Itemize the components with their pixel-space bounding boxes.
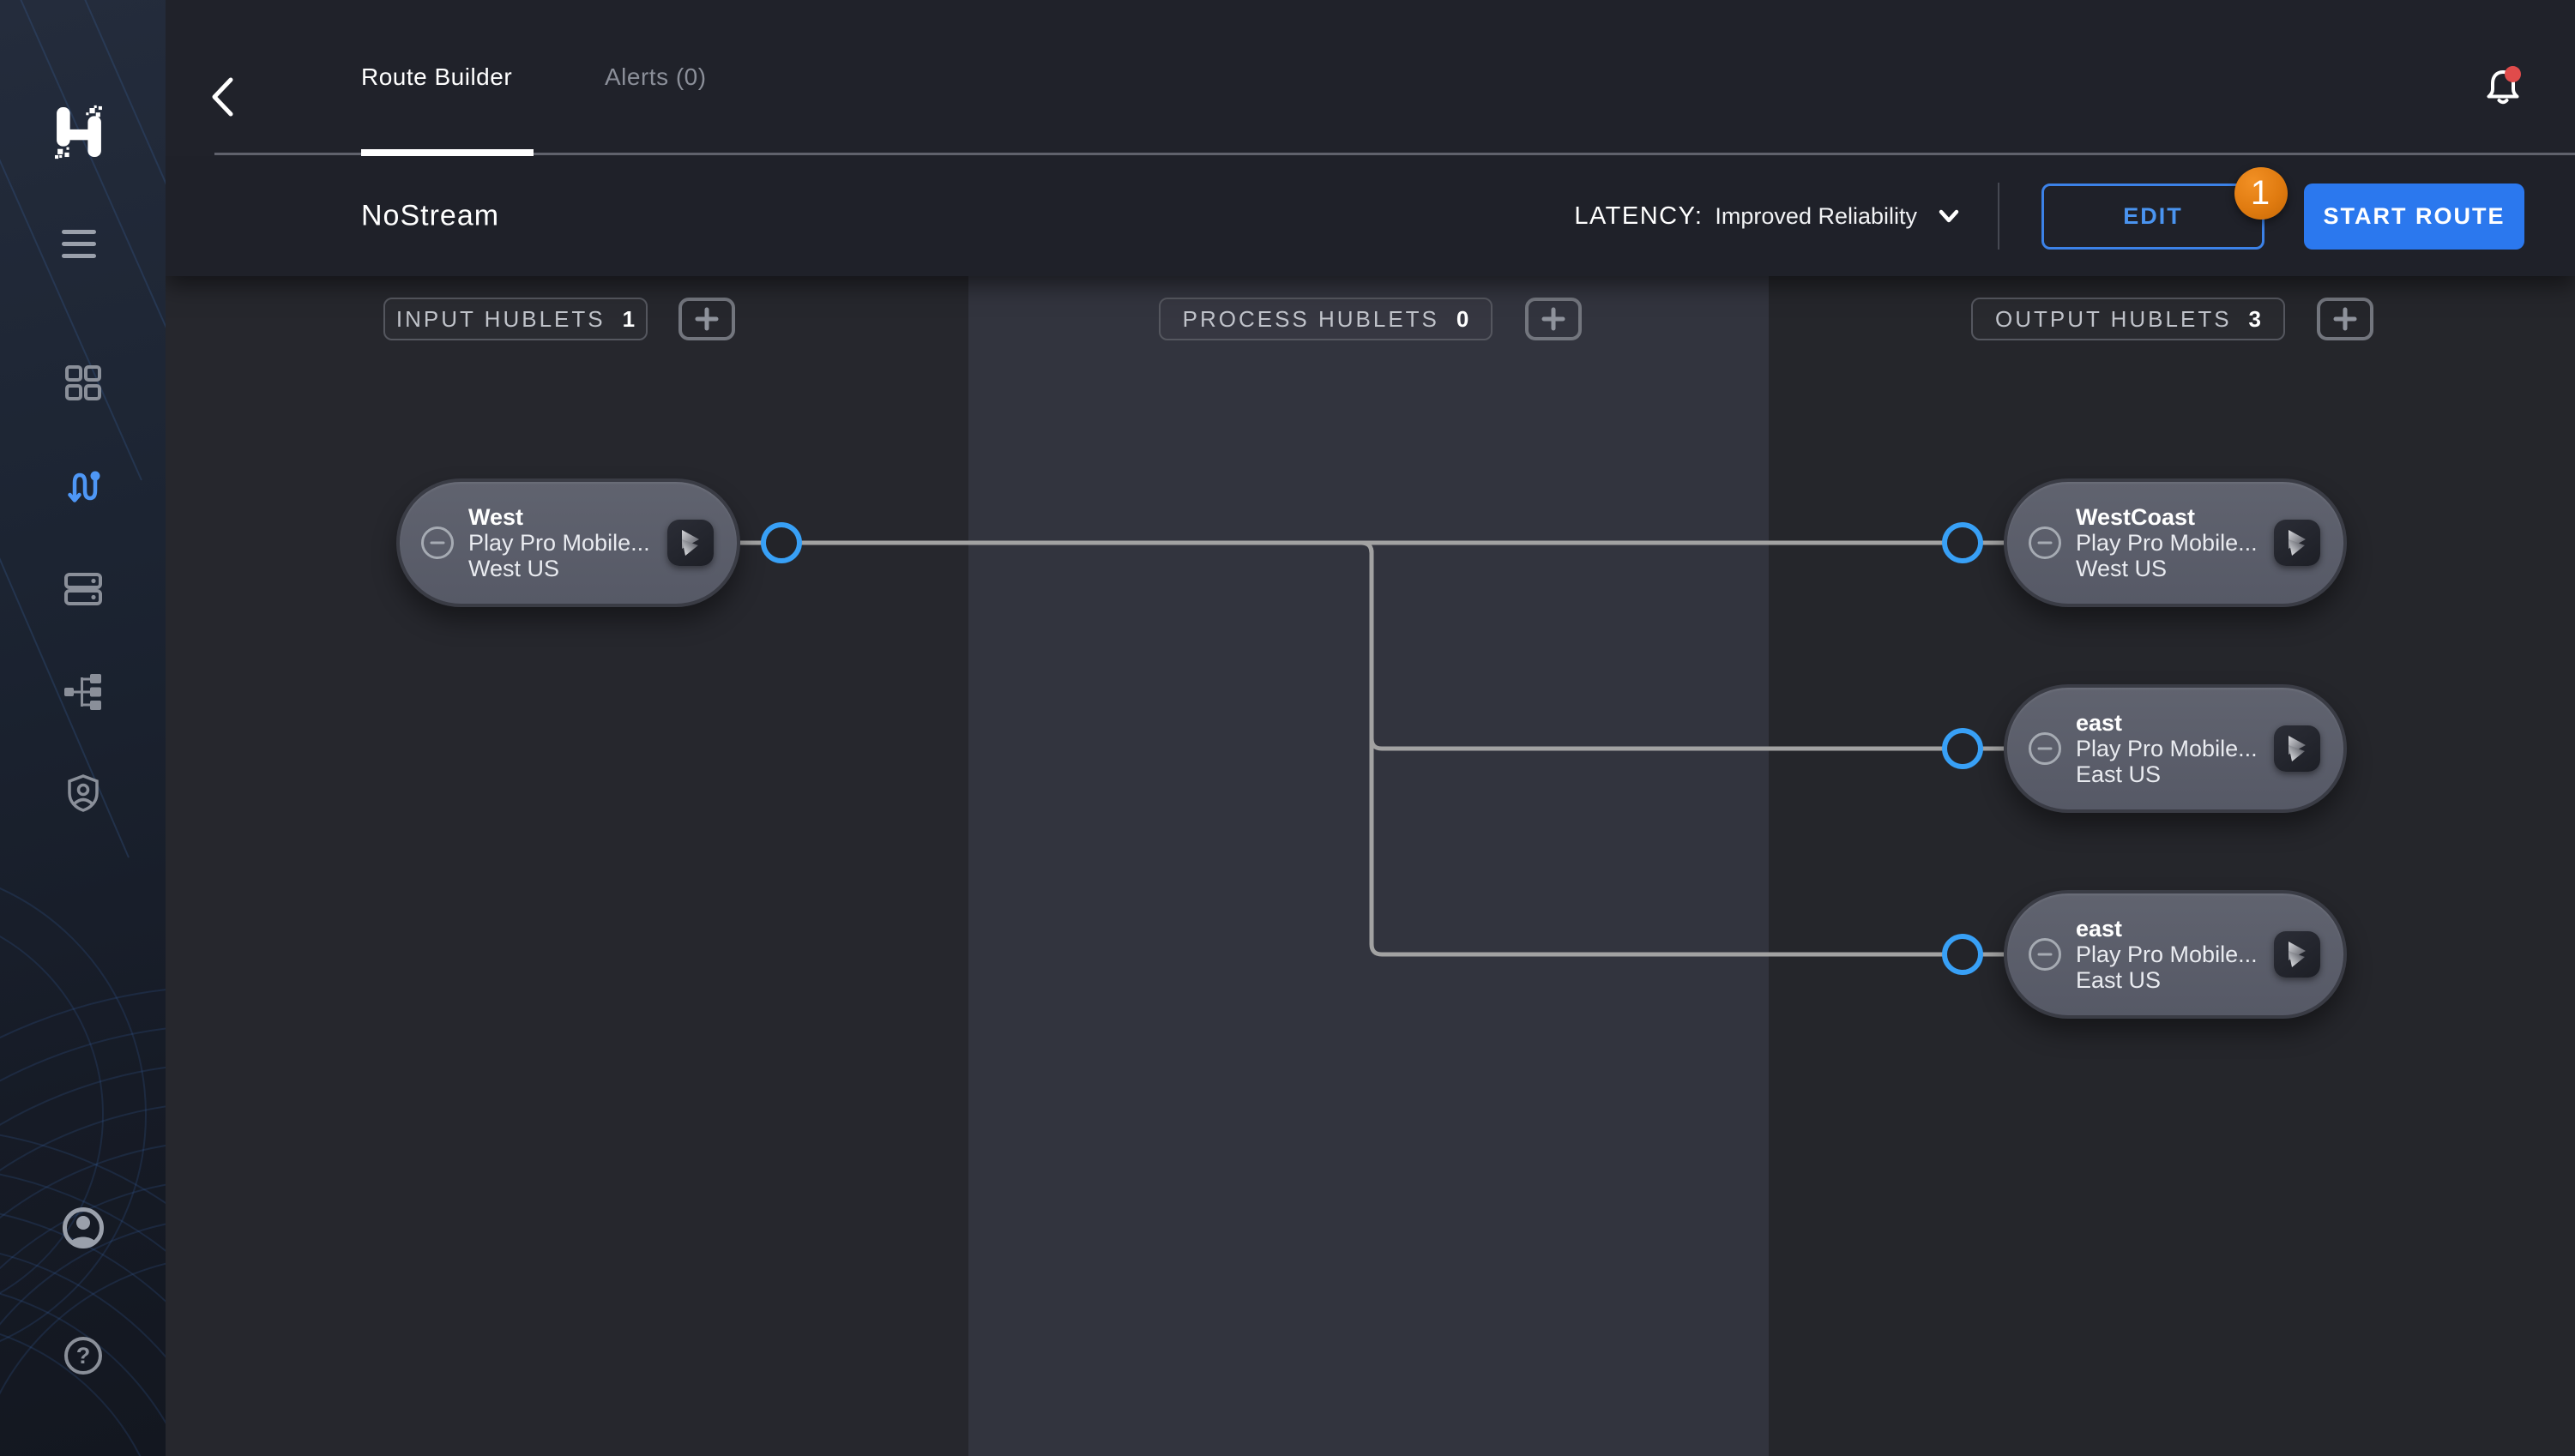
remove-hublet-icon[interactable] (2029, 938, 2061, 971)
hublet-region: West US (468, 556, 560, 581)
page-title: NoStream (361, 199, 500, 232)
output-hublets-label: OUTPUT HUBLETS (1994, 305, 2232, 332)
output-hublet-card-westcoast[interactable]: WestCoast Play Pro Mobile... West US (2004, 478, 2347, 607)
connection-wires (740, 522, 2004, 975)
play-logo-icon (2289, 530, 2306, 556)
question-circle-icon: ? (63, 1337, 102, 1375)
edit-button-label: EDIT (2123, 202, 2183, 229)
play-app-badge[interactable] (667, 520, 714, 566)
network-tree-icon (63, 674, 101, 710)
plus-icon (2333, 307, 2357, 331)
process-column-background (968, 276, 1769, 1456)
remove-hublet-icon[interactable] (2029, 732, 2061, 765)
latency-value: Improved Reliability (1715, 202, 1917, 229)
sidebar: ? (0, 0, 166, 1456)
add-process-hublet-button[interactable] (1525, 298, 1582, 340)
route-icon (67, 471, 100, 502)
output-hublets-header: OUTPUT HUBLETS 3 (1971, 298, 2285, 340)
add-input-hublet-button[interactable] (678, 298, 735, 340)
grid-icon (64, 365, 101, 400)
play-app-badge[interactable] (2274, 520, 2320, 566)
latency-label: LATENCY: (1574, 202, 1704, 230)
sidebar-item-account[interactable] (0, 1206, 166, 1250)
input-hublet-card-west[interactable]: West Play Pro Mobile... West US (396, 478, 740, 607)
controls-divider (1998, 183, 1999, 250)
play-app-badge[interactable] (2274, 725, 2320, 772)
sidebar-item-security[interactable] (0, 773, 166, 814)
edit-notification-badge: 1 (2234, 166, 2288, 220)
play-logo-icon (682, 530, 699, 556)
plus-icon (695, 307, 719, 331)
hublet-stream: Play Pro Mobile... (468, 530, 650, 556)
back-button[interactable] (203, 74, 244, 120)
hublet-region: East US (2076, 967, 2162, 993)
wire-west-to-east-2 (740, 540, 2004, 957)
tab-alerts[interactable]: Alerts (0) (605, 63, 707, 90)
hublet-stream: Play Pro Mobile... (2076, 736, 2258, 761)
servers-icon (63, 573, 102, 605)
hublet-name: WestCoast (2076, 504, 2196, 530)
route-header: NoStream LATENCY: Improved Reliability E… (166, 156, 2575, 276)
edit-button[interactable]: EDIT 1 (2041, 166, 2288, 250)
sidebar-item-dashboard[interactable] (0, 363, 166, 404)
play-app-badge[interactable] (2274, 931, 2320, 978)
process-hublets-header: PROCESS HUBLETS 0 (1159, 298, 1493, 340)
output-hublet-card-east-2[interactable]: east Play Pro Mobile... East US (2004, 890, 2347, 1019)
hublet-stream: Play Pro Mobile... (2076, 942, 2258, 967)
header-divider (214, 153, 2575, 155)
hublet-name: east (2076, 916, 2123, 942)
latency-dropdown[interactable]: LATENCY: Improved Reliability (1574, 202, 1962, 231)
hublet-name: West (468, 504, 524, 530)
svg-text:?: ? (75, 1343, 90, 1369)
input-port-westcoast[interactable] (1942, 522, 1983, 563)
sidebar-item-hublets[interactable] (0, 569, 166, 610)
top-bar: Route Builder Alerts (0) (166, 0, 2575, 156)
menu-hamburger-icon[interactable] (62, 230, 96, 266)
plus-icon (1541, 307, 1565, 331)
play-logo-icon (2289, 942, 2306, 967)
hublet-stream: Play Pro Mobile... (2076, 530, 2258, 556)
input-hublets-label: INPUT HUBLETS (395, 305, 606, 332)
output-hublet-card-east-1[interactable]: east Play Pro Mobile... East US (2004, 684, 2347, 813)
hublet-region: West US (2076, 556, 2168, 581)
active-tab-underline (361, 149, 534, 156)
process-hublets-count: 0 (1456, 305, 1469, 332)
add-output-hublet-button[interactable] (2317, 298, 2373, 340)
input-hublets-header: INPUT HUBLETS 1 (383, 298, 648, 340)
play-logo-icon (2289, 736, 2306, 761)
input-port-east-2[interactable] (1942, 934, 1983, 975)
output-port-west[interactable] (761, 522, 802, 563)
output-hublets-count: 3 (2248, 305, 2262, 332)
chevron-left-icon (212, 77, 233, 117)
tab-route-builder[interactable]: Route Builder (361, 63, 513, 90)
avatar-icon (62, 1207, 104, 1248)
hublet-region: East US (2076, 761, 2162, 787)
start-route-button[interactable]: START ROUTE (2304, 183, 2524, 250)
process-hublets-label: PROCESS HUBLETS (1182, 305, 1439, 332)
sidebar-item-help[interactable]: ? (0, 1335, 166, 1376)
sidebar-item-routes-active[interactable] (0, 466, 166, 507)
output-column-background (1769, 276, 2575, 1456)
sidebar-mesh-decoration (0, 0, 166, 1456)
remove-hublet-icon[interactable] (2029, 526, 2061, 559)
input-hublets-count: 1 (622, 305, 636, 332)
shield-user-icon (67, 774, 99, 812)
unread-dot (2505, 66, 2521, 82)
sidebar-item-network[interactable] (0, 671, 166, 713)
notifications-button[interactable] (2481, 63, 2525, 111)
hublet-name: east (2076, 710, 2123, 736)
remove-hublet-icon[interactable] (421, 526, 454, 559)
route-canvas: INPUT HUBLETS 1 PROCESS HUBLETS 0 OUTPUT… (166, 276, 2575, 1456)
header-controls: LATENCY: Improved Reliability EDIT 1 STA… (1574, 156, 2524, 276)
brand-logo[interactable] (55, 105, 103, 159)
bell-icon (2487, 66, 2521, 105)
chevron-down-icon (1939, 209, 1959, 223)
input-port-east-1[interactable] (1942, 728, 1983, 769)
